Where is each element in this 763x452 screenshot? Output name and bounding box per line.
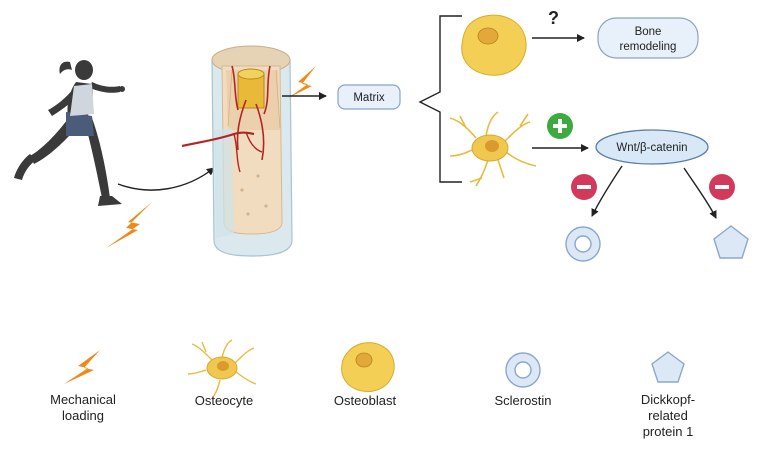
bone-remodeling-label-line1: Bone <box>635 26 662 38</box>
legend-label-dkk1-line2: related <box>648 408 688 423</box>
legend-label-mechanical-loading-line1: Mechanical <box>50 392 116 407</box>
legend-label-sclerostin: Sclerostin <box>494 393 551 408</box>
bone-remodeling-node: Bone remodeling <box>597 17 699 59</box>
running-person-icon <box>14 60 125 206</box>
pentagon-icon <box>713 225 749 259</box>
legend-item-sclerostin: Sclerostin <box>494 352 552 408</box>
legend-label-osteoblast: Osteoblast <box>334 393 397 408</box>
branch-brace <box>418 15 462 183</box>
legend-item-osteocyte: Osteocyte <box>187 339 257 408</box>
legend-item-dkk1: Dickkopf- related protein 1 <box>641 351 695 439</box>
wnt-label: Wnt/β-catenin <box>616 142 687 154</box>
osteocyte-cell-icon <box>449 111 537 187</box>
matrix-node: Matrix <box>337 84 401 110</box>
bone-remodeling-label-line2: remodeling <box>620 41 677 53</box>
bone-cross-section-icon <box>181 45 293 257</box>
wnt-beta-catenin-node: Wnt/β-catenin <box>595 129 709 165</box>
legend: Mechanical loading Osteocyte Osteoblast <box>50 339 695 439</box>
legend-item-osteoblast: Osteoblast <box>334 342 397 408</box>
osteoblast-cell-icon <box>341 342 395 393</box>
legend-label-mechanical-loading-line2: loading <box>62 408 104 423</box>
minus-circle-icon <box>709 174 735 200</box>
plus-circle-icon <box>547 113 573 139</box>
legend-label-dkk1-line1: Dickkopf- <box>641 392 695 407</box>
osteoblast-cell-icon <box>461 14 527 76</box>
legend-item-mechanical-loading: Mechanical loading <box>50 350 116 423</box>
lightning-bolt-icon <box>106 202 152 248</box>
pentagon-icon <box>651 351 685 383</box>
lightning-bolt-icon <box>288 66 316 98</box>
osteocyte-cell-icon <box>187 339 257 399</box>
legend-label-dkk1-line3: protein 1 <box>643 424 694 439</box>
runner-to-bone-arrow <box>117 167 215 191</box>
ring-icon <box>565 226 601 262</box>
matrix-label: Matrix <box>353 92 385 104</box>
wnt-to-dkk1-arrow <box>683 167 717 219</box>
ring-icon <box>505 352 541 388</box>
lightning-bolt-icon <box>64 350 100 384</box>
legend-label-osteocyte: Osteocyte <box>195 393 254 408</box>
minus-circle-icon <box>571 174 597 200</box>
unknown-effect-mark: ? <box>548 8 559 28</box>
wnt-to-sclerostin-arrow <box>591 165 623 217</box>
